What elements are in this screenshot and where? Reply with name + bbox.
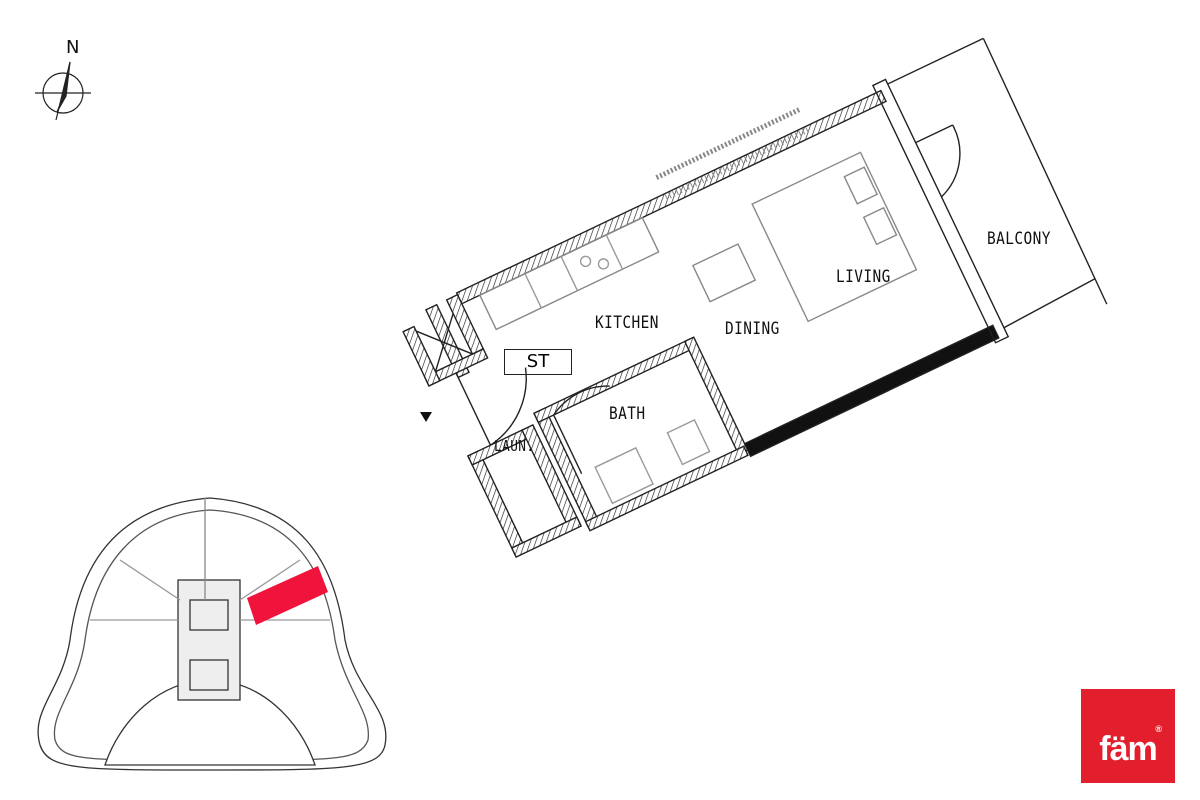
- glass-wall: [871, 78, 1010, 344]
- bath-door: [553, 385, 610, 475]
- room-label-storage: ST: [504, 349, 572, 375]
- apartment-plan: [402, 37, 1108, 558]
- room-label-balcony: BALCONY: [987, 229, 1051, 249]
- wall-exterior: [743, 324, 1000, 458]
- logo-text: fäm: [1099, 730, 1157, 768]
- compass-north-label: N: [66, 37, 80, 58]
- dining-table: [691, 243, 757, 303]
- room-label-kitchen: KITCHEN: [595, 313, 659, 333]
- entry-door: [455, 367, 527, 446]
- room-label-dining: DINING: [725, 319, 780, 339]
- fam-logo: fäm®: [1081, 689, 1175, 783]
- wall-entry-upper: [424, 303, 470, 379]
- unit-highlight: [247, 566, 328, 625]
- room-label-living: LIVING: [836, 267, 891, 287]
- entry-arrow-icon: [420, 412, 432, 422]
- balcony-railing: [887, 37, 984, 85]
- key-plan: [37, 497, 387, 771]
- room-label-bath: BATH: [609, 404, 646, 424]
- living-area: [751, 151, 918, 323]
- wall-laundry: [466, 449, 528, 557]
- room-label-laundry: LAUN.: [494, 437, 535, 455]
- balcony-door: [915, 124, 961, 198]
- compass-icon: [35, 61, 91, 121]
- logo-registered-mark: ®: [1155, 724, 1162, 734]
